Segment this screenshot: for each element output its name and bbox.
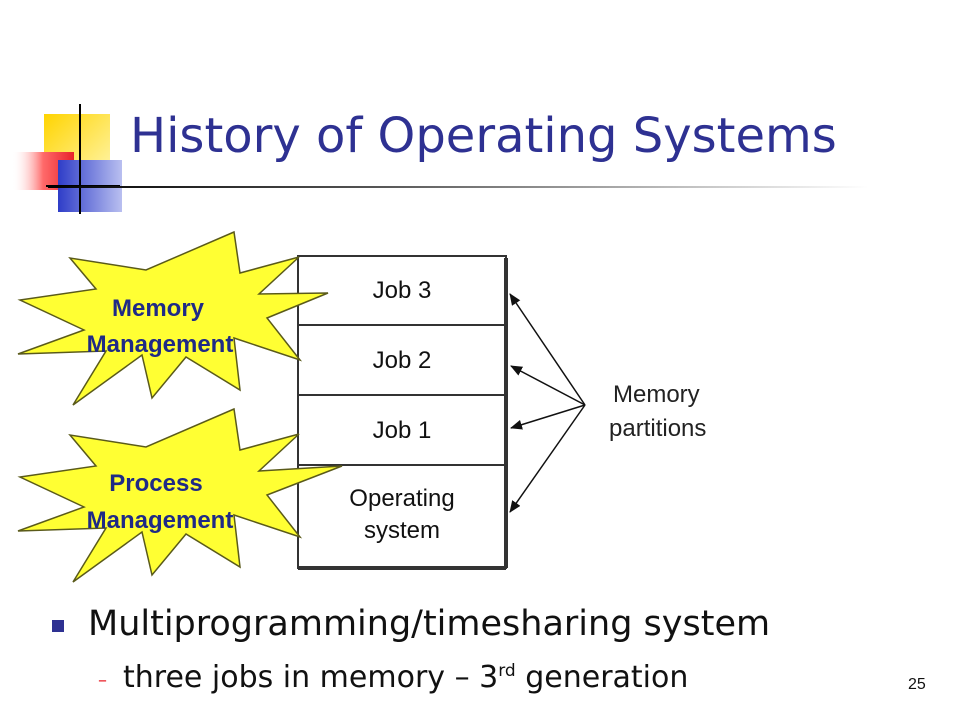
bullet-square-icon (52, 620, 64, 632)
bullet-item: Multiprogramming/timesharing system (52, 604, 770, 644)
sub-bullet-text: three jobs in memory – 3rd generation (123, 660, 688, 695)
sub-bullet-superscript: rd (498, 661, 516, 681)
title-divider (48, 186, 868, 188)
dash-icon: – (98, 670, 107, 691)
partition-os-line-2: system (364, 517, 440, 544)
memory-stack: Job 3 Job 2 Job 1 Operating system (297, 255, 508, 570)
arrow-to-job-2 (510, 365, 586, 406)
sub-bullet-item: – three jobs in memory – 3rd generation (98, 660, 688, 695)
partition-os-line-1: Operating (349, 485, 454, 512)
burst-memory-line-2: Management (87, 331, 234, 358)
slide-title: History of Operating Systems (130, 108, 837, 164)
memory-partitions-label-line-1: Memory (613, 381, 700, 408)
burst-shape (17, 230, 329, 406)
arrow-to-job-1 (510, 404, 586, 430)
burst-process-line-2: Management (87, 507, 234, 534)
arrow-to-job-3 (509, 293, 586, 406)
arrow-to-os (509, 404, 586, 513)
sub-bullet-suffix: generation (515, 660, 689, 695)
burst-shape (17, 407, 343, 583)
memory-management-burst: Memory Management (17, 230, 329, 406)
process-management-burst: Process Management (17, 407, 343, 583)
memory-partitions-label-line-2: partitions (609, 415, 706, 442)
partition-arrows (509, 293, 586, 513)
burst-process-line-1: Process (109, 470, 202, 497)
page-number: 25 (908, 676, 926, 693)
sub-bullet-prefix: three jobs in memory – 3 (123, 660, 499, 695)
bullet-text: Multiprogramming/timesharing system (88, 604, 771, 644)
burst-memory-line-1: Memory (112, 295, 205, 322)
partition-job-1: Job 1 (373, 417, 432, 444)
partition-job-2: Job 2 (373, 347, 432, 374)
partition-job-3: Job 3 (373, 277, 432, 304)
